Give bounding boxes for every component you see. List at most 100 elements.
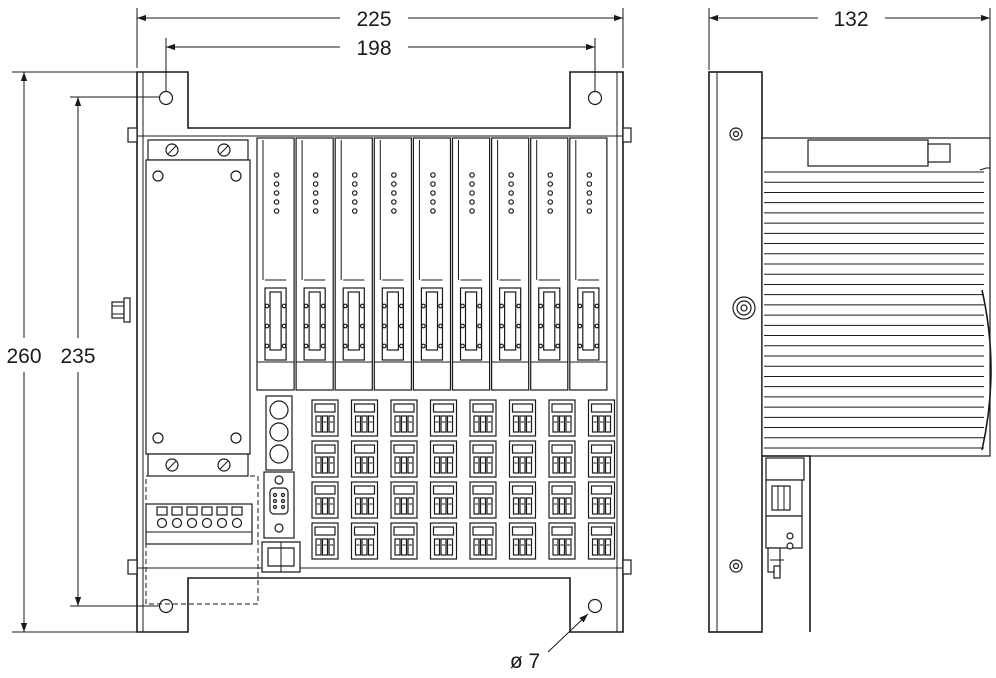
terminal-block (429, 399, 458, 437)
module-led (586, 199, 593, 205)
terminal-block (469, 522, 497, 560)
depth-label: 132 (833, 8, 868, 31)
terminal-block (508, 399, 537, 437)
io-module (373, 137, 412, 391)
overall-height-label: 260 (6, 345, 41, 368)
power-terminal-screw (231, 517, 243, 529)
din-rail-clip (261, 541, 301, 573)
dimension-hole-spacing-width: 198 (165, 37, 596, 96)
terminal-block (429, 481, 458, 519)
module-led (273, 172, 280, 178)
hole-spacing-height-label: 235 (60, 345, 95, 368)
terminal-block (390, 481, 418, 519)
power-terminal-screw (171, 517, 183, 529)
module-led (469, 181, 475, 187)
terminal-block (508, 522, 537, 560)
power-terminal (231, 506, 243, 516)
terminal-block (390, 399, 418, 437)
terminal-block (587, 440, 616, 478)
dimension-overall-height: 260 (6, 71, 137, 633)
module-led (469, 190, 475, 196)
module-led (312, 172, 319, 178)
module-led (469, 199, 475, 205)
module-led (351, 181, 358, 187)
module-led (351, 199, 358, 205)
terminal-block (508, 440, 537, 478)
module-led (391, 190, 397, 196)
terminal-block (429, 440, 458, 478)
power-terminal (156, 506, 168, 516)
module-led (351, 172, 358, 178)
terminal-block (429, 522, 458, 560)
status-led-column (265, 395, 293, 471)
terminal-block (390, 440, 418, 478)
power-terminal-screw (156, 517, 168, 529)
mounting-hole-top-left (158, 90, 174, 106)
power-terminal (186, 506, 198, 516)
io-module (491, 137, 530, 391)
io-module-row (256, 137, 608, 391)
power-terminal-block (145, 475, 259, 605)
hole-spacing-width-label: 198 (356, 37, 391, 60)
module-led (586, 181, 593, 187)
module-led (508, 181, 514, 187)
dimension-hole-spacing-height: 235 (60, 96, 166, 607)
power-terminal (216, 506, 228, 516)
module-led (312, 208, 319, 214)
ground-bolt (111, 297, 131, 323)
terminal-block (350, 399, 379, 437)
hole-diameter-label: ø 7 (510, 650, 540, 673)
terminal-block (548, 399, 576, 437)
module-led (547, 190, 554, 196)
terminal-block (587, 399, 616, 437)
module-led (547, 208, 554, 214)
module-led (586, 172, 593, 178)
terminal-block (548, 440, 576, 478)
terminal-block (390, 522, 418, 560)
io-module (530, 137, 569, 391)
module-led (508, 190, 514, 196)
module-led (586, 190, 593, 196)
overall-width-label: 225 (356, 8, 391, 31)
module-led (469, 208, 475, 214)
module-led (430, 181, 436, 187)
module-led (430, 208, 436, 214)
module-led (430, 199, 436, 205)
io-module (256, 137, 295, 391)
io-module (295, 137, 334, 391)
power-terminal (171, 506, 183, 516)
terminal-block (469, 399, 497, 437)
terminal-block (311, 522, 339, 560)
mounting-hole-bottom-left (158, 598, 174, 614)
power-supply-panel (145, 139, 251, 477)
module-led (312, 199, 319, 205)
terminal-block (469, 440, 497, 478)
module-led (351, 208, 358, 214)
io-module (334, 137, 373, 391)
terminal-block (311, 399, 339, 437)
module-led (547, 172, 554, 178)
terminal-block (469, 481, 497, 519)
module-led (547, 181, 554, 187)
terminal-block-grid (311, 399, 616, 560)
terminal-block (508, 481, 537, 519)
dimension-hole-diameter: ø 7 (510, 613, 589, 673)
power-terminal-screw (216, 517, 228, 529)
terminal-block (587, 522, 616, 560)
module-led (508, 172, 514, 178)
heat-sink-fins (764, 171, 984, 449)
heat-sink (761, 137, 991, 457)
heat-sink-cover-arc (981, 289, 992, 451)
terminal-block (350, 481, 379, 519)
module-led (391, 181, 397, 187)
module-led (273, 190, 280, 196)
module-led (547, 199, 554, 205)
terminal-block (548, 481, 576, 519)
module-led (273, 181, 280, 187)
power-terminal-screws (156, 506, 243, 529)
io-module (451, 137, 491, 391)
terminal-block (311, 440, 339, 478)
terminal-block (587, 481, 616, 519)
side-view (708, 71, 992, 633)
